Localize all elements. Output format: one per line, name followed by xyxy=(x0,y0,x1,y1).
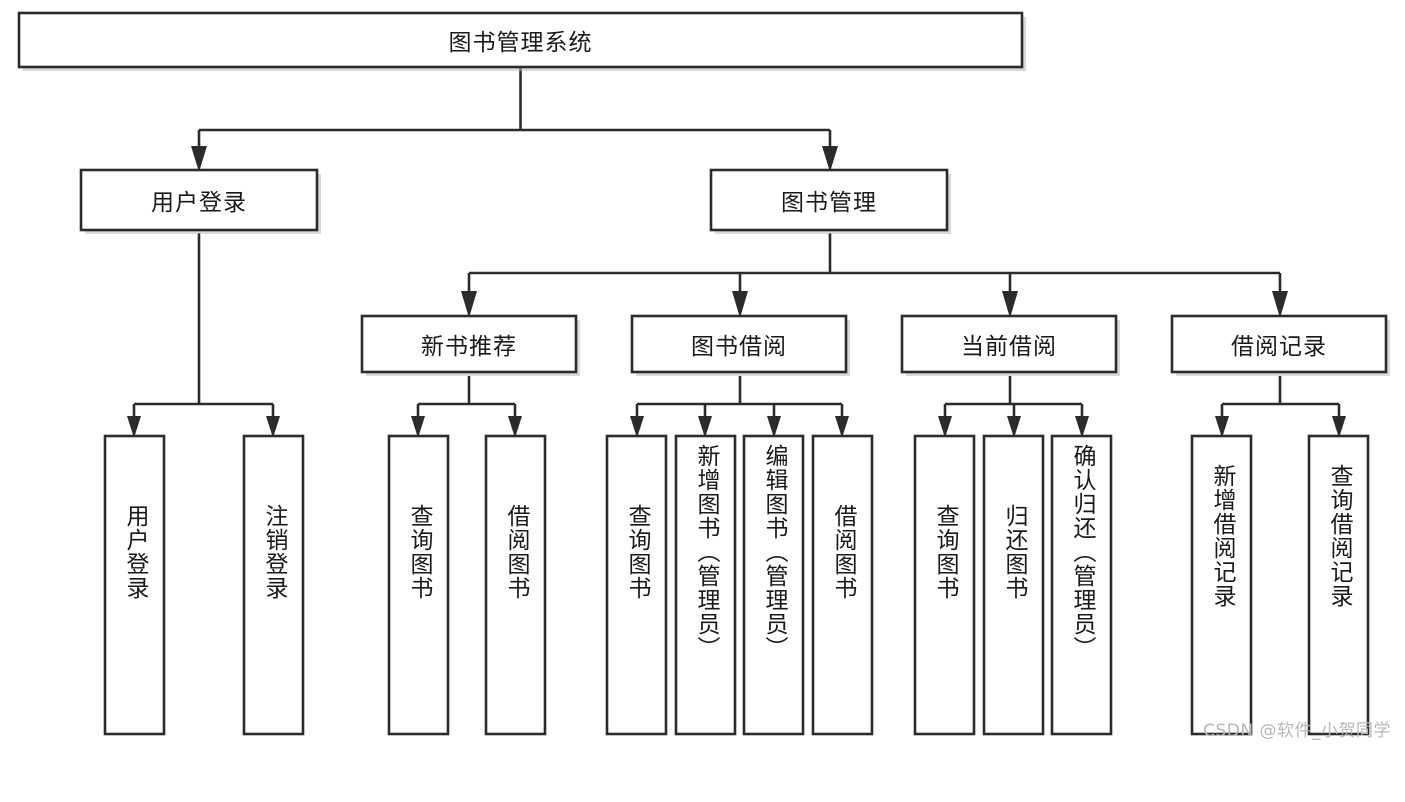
leaf-box-current-borrow-1[interactable] xyxy=(913,434,976,736)
leaf-box-book-borrow-1[interactable] xyxy=(605,434,668,736)
arrow-to-book-manage xyxy=(822,146,838,172)
arrow-bb-leaf-1 xyxy=(630,416,644,438)
functional-structure-diagram: 图书管理系统 用户登录 图书管理 新书推荐 图书借阅 当前借阅 借阅记录 用户登… xyxy=(17,11,1391,741)
new-book-node-box[interactable] xyxy=(360,314,578,374)
leaf-box-user-login-1[interactable] xyxy=(103,434,166,736)
arrow-nb-leaf-2 xyxy=(508,416,522,438)
user-login-node-box[interactable] xyxy=(79,168,319,232)
leaf-box-book-borrow-2[interactable] xyxy=(674,434,737,736)
arrow-bb-leaf-3 xyxy=(767,416,781,438)
leaf-box-current-borrow-3[interactable] xyxy=(1050,434,1113,736)
leaf-box-borrow-record-2[interactable] xyxy=(1307,434,1370,736)
arrow-cb-leaf-3 xyxy=(1075,416,1089,438)
arrow-br-leaf-2 xyxy=(1332,416,1346,438)
leaf-box-new-book-1[interactable] xyxy=(387,434,450,736)
root-node-box[interactable] xyxy=(17,11,1024,69)
arrow-to-new-book xyxy=(461,291,477,318)
csdn-watermark: CSDN @软件_小贺同学 xyxy=(1203,721,1391,741)
arrow-ul-leaf-2 xyxy=(266,416,280,438)
arrow-cb-leaf-2 xyxy=(1007,416,1021,438)
leaf-box-current-borrow-2[interactable] xyxy=(982,434,1045,736)
diagram-canvas xyxy=(17,11,1390,736)
arrow-bb-leaf-4 xyxy=(835,416,849,438)
connector-group xyxy=(127,68,1346,438)
arrow-br-leaf-1 xyxy=(1215,416,1229,438)
borrow-record-node-box[interactable] xyxy=(1170,314,1388,374)
book-manage-node-box[interactable] xyxy=(709,168,949,232)
leaf-box-new-book-2[interactable] xyxy=(484,434,547,736)
arrow-cb-leaf-1 xyxy=(938,416,952,438)
arrow-ul-leaf-1 xyxy=(127,416,141,438)
leaf-box-book-borrow-3[interactable] xyxy=(742,434,805,736)
leaf-box-book-borrow-4[interactable] xyxy=(811,434,874,736)
node-group xyxy=(17,11,1390,736)
leaf-box-user-login-2[interactable] xyxy=(242,434,305,736)
current-borrow-node-box[interactable] xyxy=(900,314,1118,374)
arrow-bb-leaf-2 xyxy=(698,416,712,438)
book-borrow-node-box[interactable] xyxy=(630,314,848,374)
arrow-to-borrow-record xyxy=(1272,291,1288,318)
arrow-nb-leaf-1 xyxy=(411,416,425,438)
arrow-to-book-borrow xyxy=(732,291,748,318)
arrow-to-user-login xyxy=(191,146,207,172)
leaf-box-borrow-record-1[interactable] xyxy=(1190,434,1253,736)
arrow-to-current-borrow xyxy=(1002,291,1018,318)
